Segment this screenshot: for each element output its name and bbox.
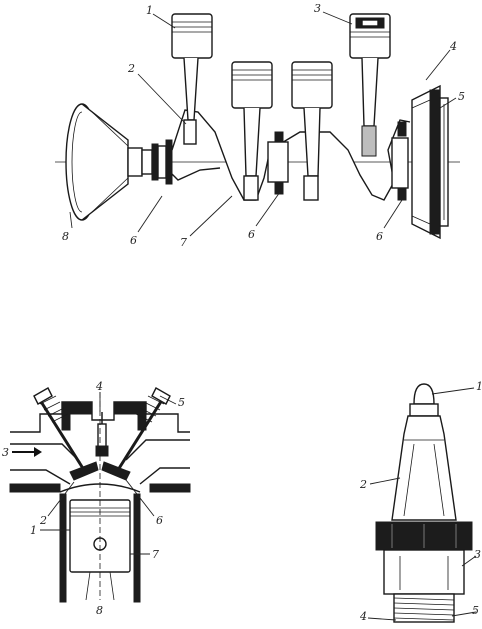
crank-callout-6a: 6 <box>130 234 137 247</box>
pulley <box>65 103 143 221</box>
head-callout-4: 4 <box>95 380 103 393</box>
plug-thread <box>393 593 455 623</box>
piston-1 <box>171 13 213 145</box>
exhaust-valve <box>101 387 171 481</box>
head-callout-2: 2 <box>39 514 47 527</box>
crankshaft-assembly: 1 2 3 4 5 8 6 7 6 6 <box>55 2 465 249</box>
head-spark-plug <box>95 412 109 457</box>
crank-callout-1: 1 <box>146 4 153 17</box>
piston-3 <box>291 61 333 201</box>
head-callout-6: 6 <box>156 514 163 527</box>
plug-shell <box>383 549 465 595</box>
intake-valve <box>33 387 99 481</box>
cylinder-piston <box>59 392 141 603</box>
plug-callout-4: 4 <box>359 610 367 623</box>
head-callout-8: 8 <box>96 604 103 617</box>
engine-head-section: 4 5 3 2 6 1 7 8 <box>2 380 191 617</box>
piston-4-sectioned <box>349 13 391 157</box>
front-bearing <box>141 139 173 185</box>
plug-terminal <box>413 383 435 405</box>
plug-callout-5: 5 <box>472 604 479 617</box>
crank-callout-5: 5 <box>458 90 465 103</box>
head-callout-7: 7 <box>152 548 159 561</box>
crank-callout-2: 2 <box>127 62 135 75</box>
head-callout-3: 3 <box>2 446 9 459</box>
crank-callout-3: 3 <box>314 2 321 15</box>
plug-callout-1: 1 <box>476 380 482 393</box>
head-callout-1: 1 <box>30 524 37 537</box>
crank-callout-7: 7 <box>180 236 187 249</box>
plug-insulator <box>391 415 457 521</box>
crank-callout-6c: 6 <box>376 230 383 243</box>
plug-callout-3: 3 <box>474 548 481 561</box>
flywheel <box>411 84 449 240</box>
crank-callout-8: 8 <box>62 230 69 243</box>
spark-plug: 1 2 3 4 5 <box>359 380 482 623</box>
piston-2 <box>231 61 273 201</box>
crank-callout-6b: 6 <box>248 228 255 241</box>
plug-callout-2: 2 <box>359 478 367 491</box>
crank-callout-4: 4 <box>449 40 457 53</box>
head-callout-5: 5 <box>178 396 185 409</box>
